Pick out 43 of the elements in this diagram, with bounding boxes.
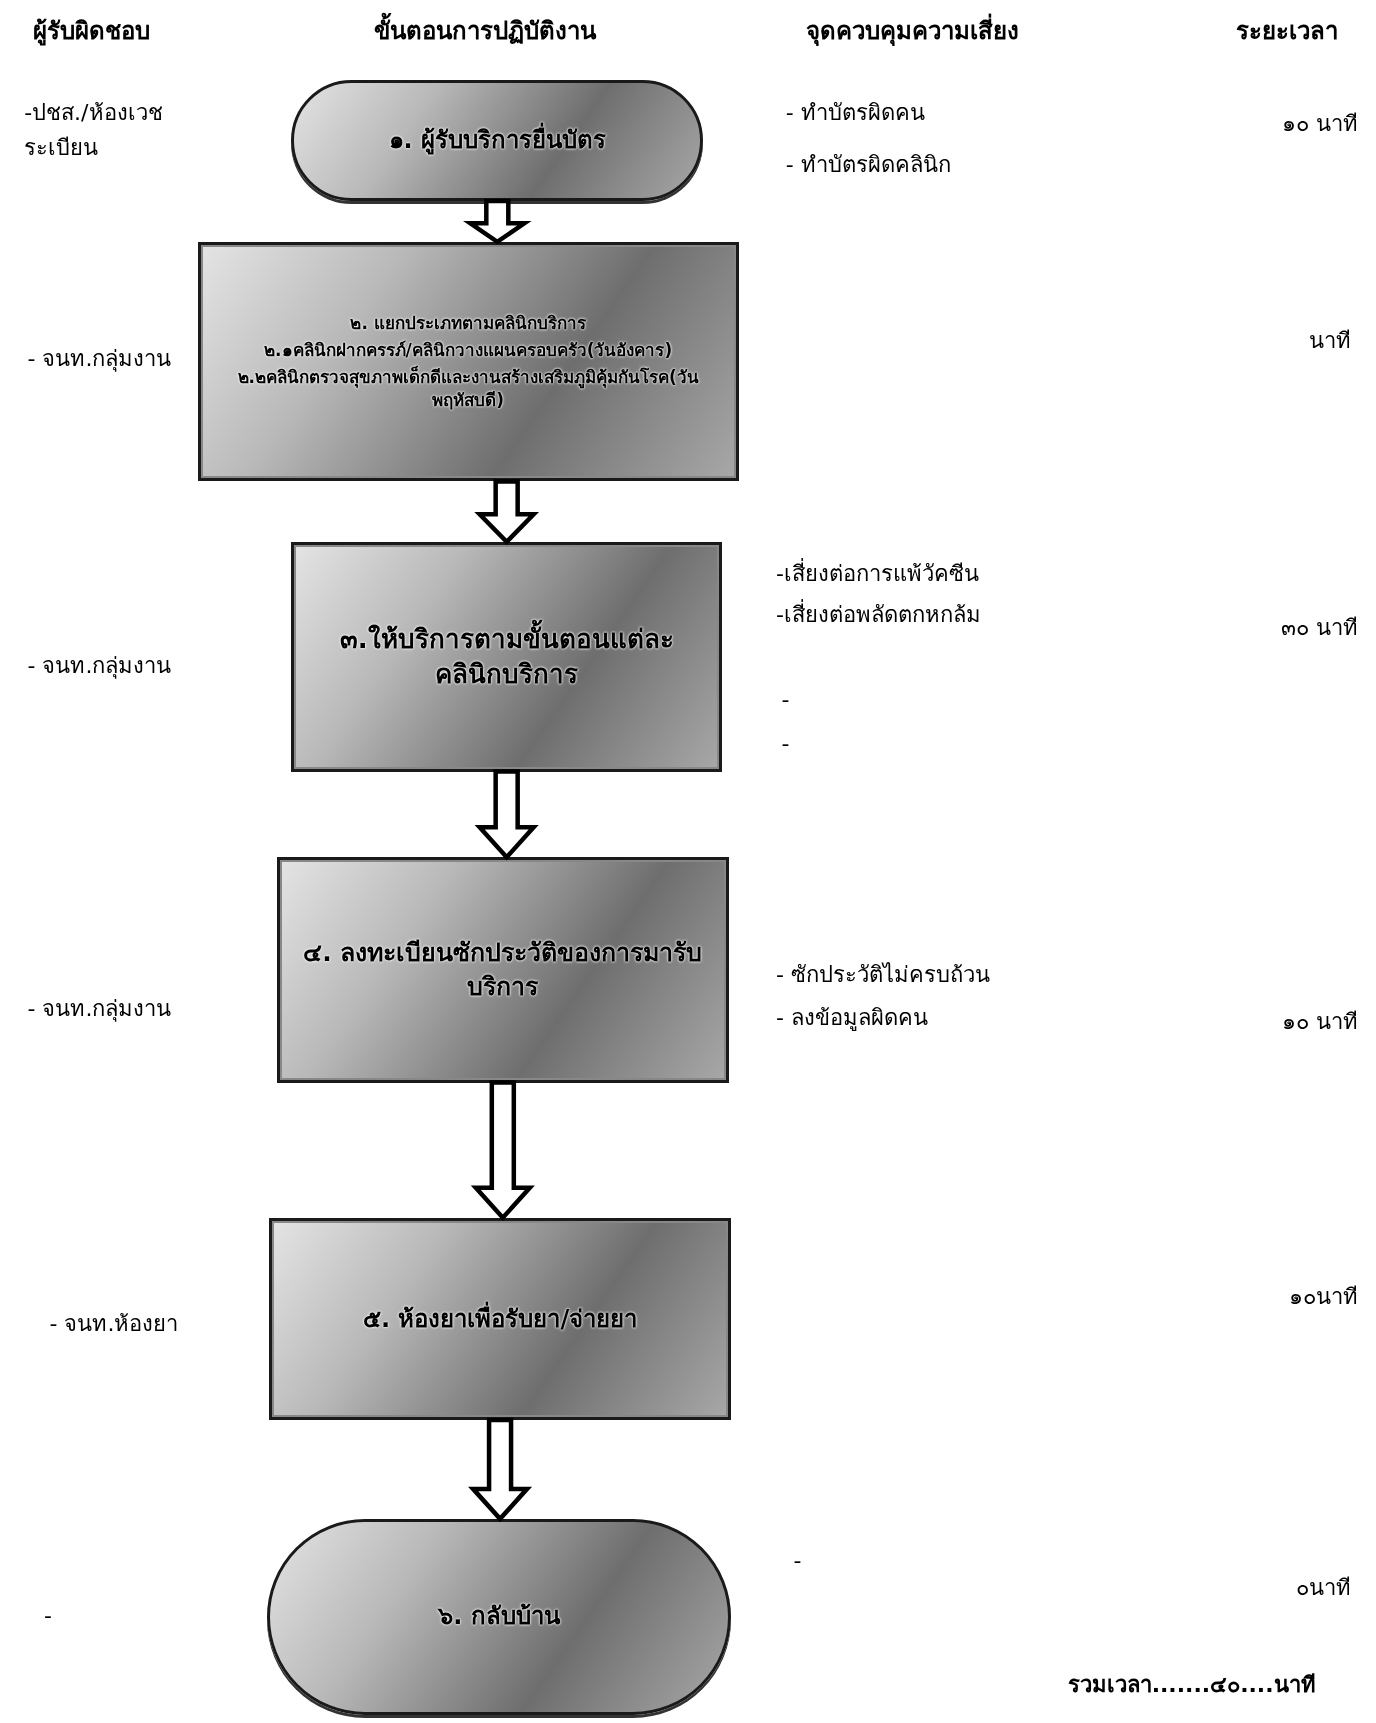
cell-text: รวมเวลา.......๔๐....นาที <box>1067 1671 1316 1700</box>
cell-text: - <box>793 1547 802 1576</box>
cell-text: ๑๐ นาที <box>1282 1008 1359 1037</box>
step-text: ๒.๑คลินิกฝากครรภ์/คลินิกวางแผนครอบครัว(วันอังคาร) <box>264 338 673 362</box>
cell-text: -ปชส./ห้องเวชระเบียน <box>24 98 164 162</box>
step-text: ๒.๒คลินิกตรวจสุขภาพเด็กดีและงานสร้างเสริมภูมิคุ้มกันโรค(วันพฤหัสบดี) <box>236 365 700 412</box>
column-header: ผู้รับผิดชอบ <box>32 15 150 48</box>
step-text: ๑. ผู้รับบริการยื่นบัตร <box>388 124 607 157</box>
process-box <box>291 541 723 772</box>
process-box <box>197 241 739 482</box>
cell-text: - ทำบัตรผิดคลินิก <box>785 151 951 180</box>
cell-text: - จนท.กลุ่มงาน <box>27 652 172 681</box>
cell-text: - จนท.กลุ่มงาน <box>27 995 172 1024</box>
cell-text: -เสี่ยงต่อการแพ้วัคซีน <box>775 556 979 592</box>
cell-text: นาที <box>1308 327 1351 356</box>
step-text: ๔. ลงทะเบียนซักประวัติของการมารับบริการ <box>302 937 704 1003</box>
cell-text: - <box>43 1602 52 1630</box>
cell-text: -เสี่ยงต่อพลัดตกหกล้ม <box>775 597 981 634</box>
cell-text: - ทำบัตรผิดคน <box>785 99 925 128</box>
block-arrow <box>474 479 540 546</box>
block-arrow <box>463 198 532 245</box>
cell-text: ๓๐ นาที <box>1281 613 1359 642</box>
column-header: ขั้นตอนการปฏิบัติงาน <box>373 11 596 50</box>
process-box <box>269 1217 731 1420</box>
cell-text: - ลงข้อมูลผิดคน <box>775 1004 928 1033</box>
cell-text: ๑๐ นาที <box>1282 110 1359 139</box>
cell-text: - จนท.ห้องยา <box>49 1310 179 1339</box>
cell-text: - ซักประวัติไม่ครบถ้วน <box>775 961 990 990</box>
column-header: ระยะเวลา <box>1236 15 1339 47</box>
cell-text: ๐นาที <box>1295 1574 1351 1603</box>
cell-text: - จนท.กลุ่มงาน <box>27 345 172 374</box>
column-header: จุดควบคุมความเสี่ยง <box>805 11 1019 50</box>
block-arrow <box>468 1417 533 1523</box>
step-text: ๓.ให้บริการตามขั้นตอนแต่ละคลินิกบริการ <box>308 621 706 692</box>
step-text: ๖. กลับบ้าน <box>438 1601 560 1633</box>
step-text: ๕. ห้องยาเพื่อรับยา/จ่ายยา <box>362 1302 638 1336</box>
cell-text: ๑๐นาที <box>1289 1283 1359 1312</box>
process-box <box>276 857 729 1083</box>
cell-text: - <box>781 730 790 759</box>
block-arrow <box>474 769 539 861</box>
step-text: ๒. แยกประเภทตามคลินิกบริการ <box>350 311 586 335</box>
block-arrow <box>470 1080 535 1222</box>
cell-text: - <box>781 686 790 715</box>
